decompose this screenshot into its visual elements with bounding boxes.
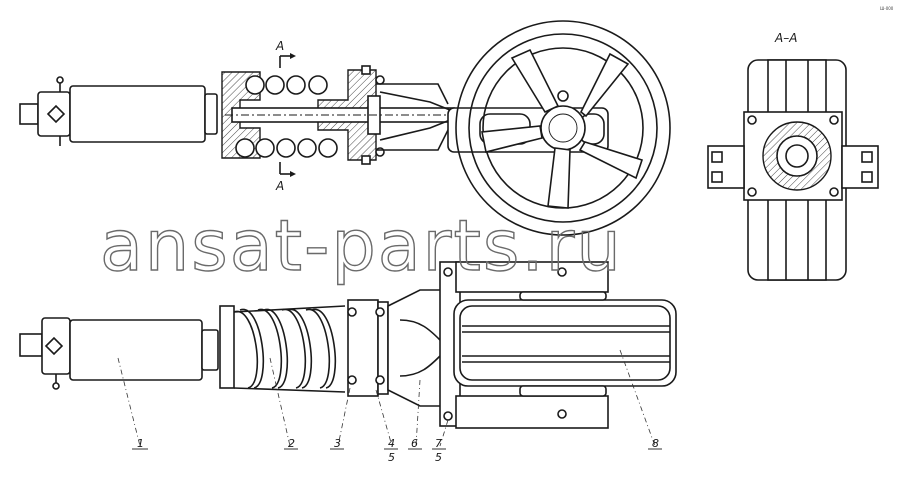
part-label-5-right: 5 (435, 451, 442, 464)
top-assembly-section: A A (19, 20, 671, 236)
section-marker-label-bottom: A (275, 179, 284, 193)
section-title: A–A (774, 31, 797, 45)
part-labels: 1 2 3 4 5 6 7 5 8 (137, 437, 659, 464)
bottom-assembly (19, 261, 677, 429)
bottom-fork (387, 261, 461, 427)
section-marker-top: A (275, 39, 296, 68)
section-marker-bottom: A (275, 162, 296, 193)
corner-tag: Ш-000 (880, 6, 894, 11)
section-marker-label-top: A (275, 39, 284, 53)
watermark-text: ansat-parts.ru (100, 205, 623, 287)
bottom-flange (347, 299, 389, 397)
part-leaders (117, 349, 662, 450)
part-label-4: 4 (388, 437, 395, 450)
section-a-a-view: A–A (707, 31, 879, 281)
part-label-7: 7 (435, 437, 442, 450)
part-label-2: 2 (288, 437, 295, 450)
bottom-spring (219, 305, 346, 393)
part-label-3: 3 (334, 437, 341, 450)
part-label-1: 1 (137, 437, 144, 450)
top-spring-housing (221, 65, 460, 165)
part-label-6: 6 (411, 437, 418, 450)
part-label-8: 8 (652, 437, 659, 450)
bottom-wheel (453, 261, 677, 429)
top-wheel (455, 20, 671, 236)
top-cylinder (19, 76, 218, 146)
part-label-5-left: 5 (388, 451, 395, 464)
bottom-cylinder (19, 317, 219, 390)
